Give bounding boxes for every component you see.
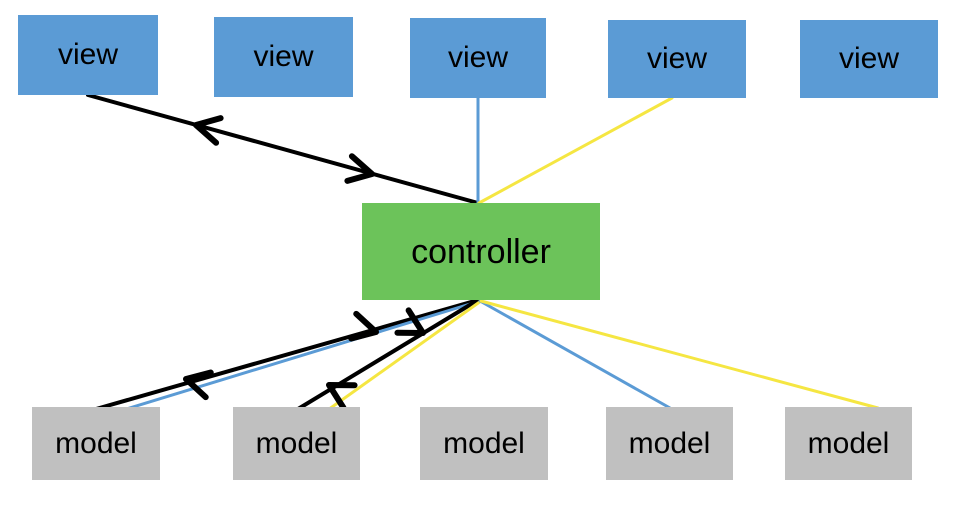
edge-view1-controller xyxy=(86,93,480,205)
node-view-2[interactable]: view xyxy=(214,17,353,97)
node-model-3[interactable]: model xyxy=(420,407,548,480)
node-view-5[interactable]: view xyxy=(800,20,938,98)
node-model-4[interactable]: model xyxy=(606,407,733,480)
node-model-1[interactable]: model xyxy=(32,407,160,480)
node-view-3-label: view xyxy=(447,41,508,74)
arrowhead-model1-up xyxy=(348,310,379,342)
node-view-1-label: view xyxy=(57,38,118,71)
node-view-3[interactable]: view xyxy=(410,18,546,98)
edge-controller-model4-blue xyxy=(478,299,672,410)
arrowhead-model2-up xyxy=(394,307,426,336)
arrowhead-model1-down xyxy=(183,369,214,401)
arrowhead-view1-up xyxy=(193,115,224,146)
node-model-3-label: model xyxy=(443,426,525,460)
node-view-1[interactable]: view xyxy=(18,15,158,95)
node-model-5[interactable]: model xyxy=(785,407,912,480)
arrowhead-view1-down xyxy=(344,153,375,184)
node-view-4-label: view xyxy=(646,42,707,75)
edge-controller-model2-yellow xyxy=(323,299,483,414)
arrowhead-model2-down xyxy=(326,382,358,411)
node-model-1-label: model xyxy=(55,426,137,460)
node-view-4[interactable]: view xyxy=(608,20,746,98)
node-model-2[interactable]: model xyxy=(233,407,360,480)
edge-controller-model5-yellow xyxy=(479,299,880,410)
node-model-4-label: model xyxy=(628,426,711,460)
node-model-2-label: model xyxy=(255,426,338,460)
edge-view4-controller xyxy=(477,96,674,205)
node-view-2-label: view xyxy=(253,40,314,73)
node-controller-label: controller xyxy=(411,232,551,271)
node-controller[interactable]: controller xyxy=(362,203,600,300)
edge-controller-model1-black xyxy=(94,298,480,411)
edge-controller-model1-blue xyxy=(108,299,482,416)
node-model-5-label: model xyxy=(807,426,890,460)
node-view-5-label: view xyxy=(838,42,899,75)
edge-controller-model2-black xyxy=(296,298,480,411)
